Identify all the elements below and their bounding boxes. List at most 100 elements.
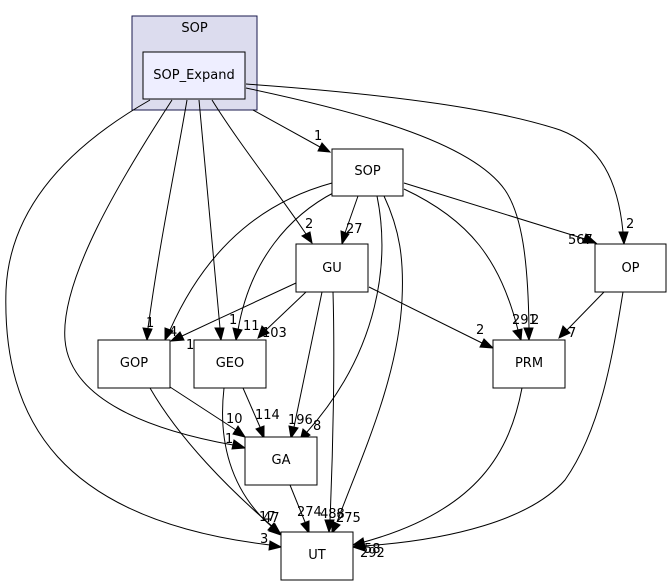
node-op[interactable]: OP: [594, 243, 667, 293]
edge-label-sopexpand-ut: 3: [260, 532, 268, 547]
edge-label-gop-ga: 10: [226, 412, 243, 427]
arrow-gu-ga: [288, 425, 299, 440]
cluster-sop-title: SOP: [181, 21, 207, 36]
edge-label-sopexpand-sop: 1: [314, 129, 322, 144]
edge-gu-ga: [293, 291, 323, 428]
edge-sopexpand-gop: [147, 99, 188, 329]
edge-sopexpand-ga: [64, 99, 234, 446]
arrow-gu-geo: [257, 325, 270, 339]
node-prm-label: PRM: [515, 356, 543, 371]
nodes: SOP_Expand SOP GU OP GOP GEO PRM GA: [97, 51, 667, 581]
node-geo-box[interactable]: [193, 339, 267, 389]
node-sop-expand-label: SOP_Expand: [153, 68, 234, 83]
edges: [5, 83, 629, 552]
arrow-op-prm: [558, 325, 571, 339]
edge-op-ut: [363, 291, 624, 547]
edge-label-gu-gop: 1: [186, 338, 194, 353]
arrow-ga-ut: [300, 520, 310, 535]
node-op-box[interactable]: [594, 243, 667, 293]
arrow-geo-ut: [267, 522, 282, 534]
edge-sop-prm: [403, 188, 519, 331]
edge-sop-ga: [306, 195, 383, 433]
node-gu[interactable]: GU: [295, 243, 369, 293]
node-gu-label: GU: [322, 261, 342, 276]
edge-prm-ut: [363, 387, 523, 543]
node-gu-box[interactable]: [295, 243, 369, 293]
edge-label-ga-ut: 274: [297, 505, 322, 520]
arrow-sop-geo: [232, 327, 243, 342]
edge-label-sopexpand-prm: 2: [531, 313, 539, 328]
arrow-sopexpand-geo: [214, 327, 225, 342]
edge-gu-gop: [181, 282, 297, 337]
arrow-sopexpand-gu: [301, 231, 313, 245]
node-sop-expand[interactable]: SOP_Expand: [142, 51, 246, 100]
edge-labels: 1 2 2 1 1 2 1 3 27 567 4 11 291 8 275 1 …: [146, 129, 634, 561]
edge-label-geo-ga: 114: [255, 408, 280, 423]
edge-label-sop-op: 567: [568, 233, 593, 248]
edge-sopexpand-sop: [252, 109, 321, 148]
node-prm[interactable]: PRM: [492, 339, 566, 389]
edge-label-sop-prm: 291: [512, 313, 537, 328]
arrow-gu-prm: [479, 338, 495, 349]
edge-sopexpand-op: [245, 83, 624, 233]
arrow-sopexpand-ut: [268, 540, 283, 551]
arrow-sopexpand-op: [618, 231, 629, 246]
edge-gop-ut: [149, 387, 274, 528]
arrow-gu-gop: [169, 331, 185, 342]
edge-label-gu-ga: 196: [288, 413, 313, 428]
edge-sopexpand-gu: [211, 99, 307, 235]
node-gop-box[interactable]: [97, 339, 171, 389]
edge-gop-ga: [169, 386, 237, 431]
edge-gu-prm: [368, 286, 483, 344]
edge-sop-geo: [237, 191, 336, 331]
node-prm-box[interactable]: [492, 339, 566, 389]
node-sop[interactable]: SOP: [331, 148, 404, 197]
arrow-gop-ga: [232, 425, 247, 438]
node-sop-label: SOP: [354, 164, 380, 179]
edge-label-gu-geo: 103: [262, 326, 287, 341]
node-ga[interactable]: GA: [244, 436, 318, 486]
node-sop-expand-box[interactable]: [142, 51, 246, 100]
edge-sop-ut: [336, 195, 403, 523]
node-gop[interactable]: GOP: [97, 339, 171, 389]
edge-sopexpand-geo: [198, 99, 221, 329]
node-ga-box[interactable]: [244, 436, 318, 486]
edge-label-gu-prm: 2: [476, 323, 484, 338]
arrow-sop-op: [582, 233, 598, 244]
arrow-prm-ut: [351, 537, 366, 548]
edge-label-sop-geo: 11: [243, 319, 260, 334]
node-ga-label: GA: [272, 453, 291, 468]
arrow-sop-gop: [164, 327, 174, 342]
node-sop-box[interactable]: [331, 148, 404, 197]
edge-label-op-prm: 7: [568, 326, 576, 341]
arrow-sopexpand-prm: [523, 327, 534, 342]
edge-sopexpand-ut: [5, 99, 271, 546]
arrow-gu-ut: [324, 519, 335, 534]
edge-sop-op: [403, 182, 586, 240]
node-ut-box[interactable]: [280, 531, 354, 581]
node-gop-label: GOP: [120, 356, 148, 371]
edge-label-gu-ut: 488: [320, 507, 345, 522]
node-ut-label: UT: [308, 548, 326, 563]
arrow-sop-prm: [512, 328, 523, 342]
arrow-sop-gu: [340, 230, 350, 246]
arrow-geo-ga: [255, 425, 265, 440]
edge-op-prm: [566, 291, 605, 331]
edge-sop-gop: [169, 182, 333, 331]
edge-label-sopexpand-gu: 2: [305, 217, 313, 232]
edge-sop-gu: [344, 195, 359, 234]
edge-label-sopexpand-geo: 1: [229, 313, 237, 328]
edge-gu-geo: [265, 291, 307, 331]
arrow-sopexpand-ga: [231, 439, 247, 450]
edge-gu-ut: [329, 291, 335, 521]
edge-label-prm-ut: 292: [360, 546, 385, 561]
edge-ga-ut: [289, 484, 306, 523]
node-geo[interactable]: GEO: [193, 339, 267, 389]
edge-geo-ut: [222, 387, 272, 527]
edge-label-sop-gop: 4: [169, 325, 177, 340]
arrow-sop-ut: [331, 520, 341, 535]
node-ut[interactable]: UT: [280, 531, 354, 581]
edge-label-geo-ut: 47: [263, 511, 280, 526]
node-op-label: OP: [621, 261, 639, 276]
